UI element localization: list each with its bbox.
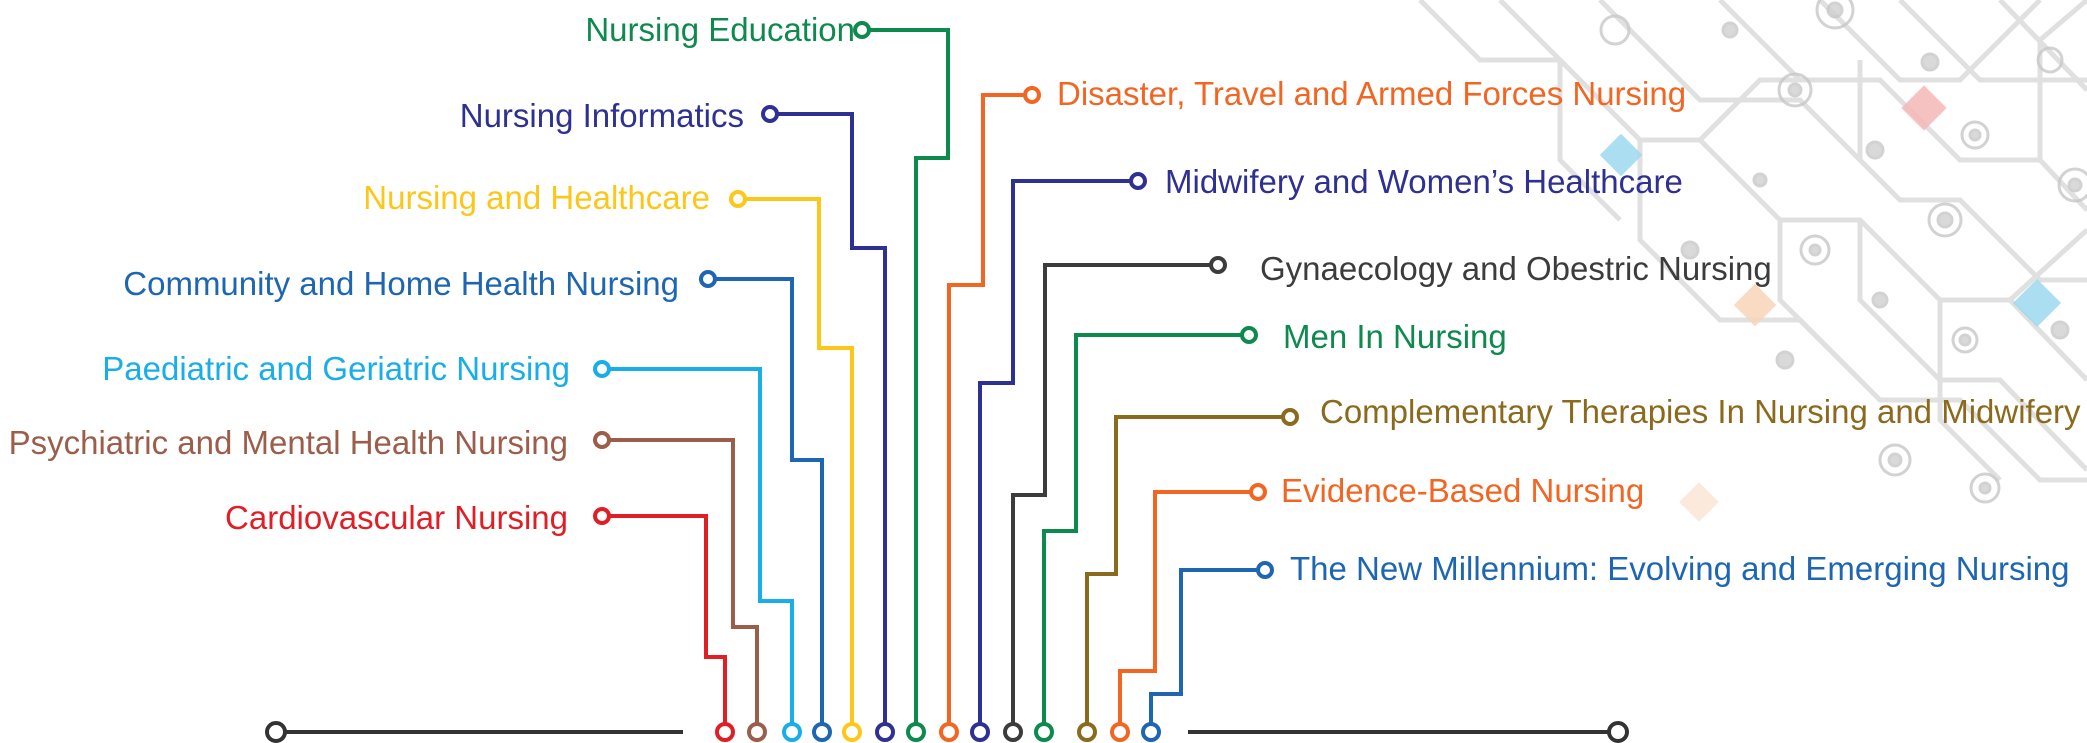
right-topic-3-baseline-node bbox=[1034, 722, 1054, 742]
topic-label-men-in-nursing: Men In Nursing bbox=[1283, 318, 1507, 355]
right-topic-2-baseline-node bbox=[1003, 722, 1023, 742]
circuit-background-nodes bbox=[1599, 0, 2087, 504]
right-topic-5-connector bbox=[1118, 490, 1258, 732]
topic-label-new-millennium: The New Millennium: Evolving and Emergin… bbox=[1290, 550, 2070, 587]
left-topic-4-baseline-node bbox=[782, 722, 802, 742]
left-topic-5-baseline-node bbox=[747, 722, 767, 742]
left-topic-0-label-node bbox=[853, 21, 871, 39]
topic-label-evidence-based: Evidence-Based Nursing bbox=[1281, 472, 1645, 509]
left-topic-5-label-node bbox=[593, 431, 611, 449]
right-topic-1-label-node bbox=[1129, 172, 1147, 190]
topic-label-nursing-and-healthcare: Nursing and Healthcare bbox=[363, 179, 710, 216]
right-topic-1-connector bbox=[978, 179, 1138, 732]
left-topic-4-label-node bbox=[593, 360, 611, 378]
topic-label-nursing-education: Nursing Education bbox=[585, 11, 855, 48]
topic-label-disaster-travel-armed-forces: Disaster, Travel and Armed Forces Nursin… bbox=[1057, 75, 1687, 112]
left-topic-2-connector bbox=[738, 197, 854, 732]
right-topic-2-label-node bbox=[1209, 256, 1227, 274]
left-topic-3-baseline-node bbox=[812, 722, 832, 742]
topic-label-nursing-informatics: Nursing Informatics bbox=[459, 97, 744, 134]
topic-label-gynaecology-obestric: Gynaecology and Obestric Nursing bbox=[1260, 250, 1772, 287]
right-topic-3-label-node bbox=[1240, 326, 1258, 344]
right-topic-0-label-node bbox=[1023, 86, 1041, 104]
right-topic-3-connector bbox=[1042, 333, 1249, 732]
left-topic-6-baseline-node bbox=[715, 722, 735, 742]
baseline-right-end-node bbox=[1607, 721, 1629, 743]
topic-end-nodes bbox=[593, 21, 1299, 742]
right-topic-5-label-node bbox=[1249, 483, 1267, 501]
right-topic-4-baseline-node bbox=[1077, 722, 1097, 742]
baseline bbox=[265, 721, 1629, 743]
left-topic-2-label-node bbox=[729, 190, 747, 208]
left-topic-6-connector bbox=[602, 514, 727, 732]
right-topic-1-baseline-node bbox=[970, 722, 990, 742]
left-topic-1-baseline-node bbox=[875, 722, 895, 742]
left-topic-5-connector bbox=[602, 438, 759, 732]
topic-label-psychiatric-mental-health: Psychiatric and Mental Health Nursing bbox=[8, 424, 568, 461]
circuit-background-pattern bbox=[1418, 0, 2087, 483]
right-topic-5-baseline-node bbox=[1110, 722, 1130, 742]
topic-label-complementary-therapies: Complementary Therapies In Nursing and M… bbox=[1320, 393, 2081, 430]
left-topic-0-connector bbox=[862, 28, 950, 732]
right-topic-4-label-node bbox=[1281, 408, 1299, 426]
topic-label-paediatric-geriatric: Paediatric and Geriatric Nursing bbox=[102, 350, 570, 387]
right-topic-6-label-node bbox=[1256, 561, 1274, 579]
left-topic-0-baseline-node bbox=[906, 722, 926, 742]
left-topic-3-label-node bbox=[699, 270, 717, 288]
left-topic-6-label-node bbox=[593, 507, 611, 525]
right-topic-0-baseline-node bbox=[939, 722, 959, 742]
topic-connectors bbox=[602, 28, 1290, 732]
decorative-diamonds bbox=[1599, 85, 2062, 522]
right-topic-4-connector bbox=[1085, 415, 1290, 732]
topic-label-community-home-health: Community and Home Health Nursing bbox=[123, 265, 679, 302]
topic-label-cardiovascular: Cardiovascular Nursing bbox=[225, 499, 568, 536]
left-topic-1-label-node bbox=[761, 105, 779, 123]
left-topic-1-connector bbox=[770, 112, 887, 732]
topic-label-midwifery-womens-healthcare: Midwifery and Women’s Healthcare bbox=[1165, 163, 1683, 200]
right-topic-6-baseline-node bbox=[1141, 722, 1161, 742]
left-topic-4-connector bbox=[602, 367, 794, 732]
right-topic-0-connector bbox=[947, 93, 1032, 732]
baseline-left-end-node bbox=[265, 721, 287, 743]
left-topic-3-connector bbox=[708, 277, 824, 732]
left-topic-2-baseline-node bbox=[842, 722, 862, 742]
right-topic-6-connector bbox=[1149, 568, 1265, 732]
right-topic-2-connector bbox=[1011, 263, 1218, 732]
